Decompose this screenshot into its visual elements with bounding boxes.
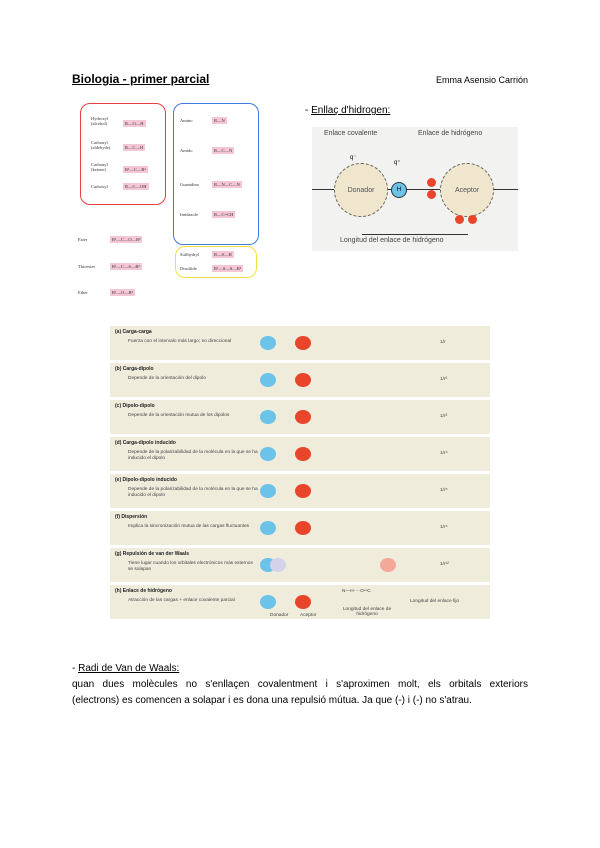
distance-law: 1/r <box>440 340 446 345</box>
interaction-desc: Depende de la orientación mutua de los d… <box>128 413 230 418</box>
red-group-box <box>80 103 166 205</box>
blue-group-box <box>173 103 259 245</box>
interaction-row: (d) Carga-dipolo inducido Depende de la … <box>110 437 490 471</box>
distance-law: 1/r⁶ <box>440 525 448 530</box>
hbond-length-label: Longitud del enlace de hidrógeno <box>342 607 392 617</box>
interactions-table: (a) Carga-carga Fuerza con el intervalo … <box>110 326 490 622</box>
interaction-desc: Atracción de las cargas + enlace covalen… <box>128 598 235 603</box>
interaction-title: (g) Repulsión de van der Waals <box>115 551 189 557</box>
covalent-label: Enlace covalente <box>324 130 378 137</box>
distance-law: 1/r³ <box>440 414 448 419</box>
hbond-chain: N—H····O═C <box>342 589 371 594</box>
acceptor-circle: Aceptor <box>440 163 494 217</box>
interaction-desc: Fuerza con el intervalo más largo; no di… <box>128 339 232 344</box>
vdw-heading: Radi de Van de Waals: <box>78 663 180 674</box>
length-label: Longitud del enlace de hidrógeno <box>340 237 444 244</box>
functional-group: Carbonyl (aldehyde)R—C—H <box>91 140 146 151</box>
interaction-row: (a) Carga-carga Fuerza con el intervalo … <box>110 326 490 360</box>
vdw-section: - Radi de Van de Waals: quan dues molècu… <box>72 661 528 709</box>
interaction-row: (h) Enlace de hidrógeno Atracción de las… <box>110 585 490 619</box>
interaction-row: (g) Repulsión de van der Waals Tiene lug… <box>110 548 490 582</box>
interaction-desc: Implica la sincronización mutua de las c… <box>128 524 250 529</box>
hbond-heading: - Enllaç d'hidrogen: <box>305 105 391 116</box>
interaction-desc: Depende de la polarizabilidad de la molé… <box>128 450 258 461</box>
interaction-row: (c) Dipolo-dipolo Depende de la orientac… <box>110 400 490 434</box>
distance-law: Longitud del enlace fijo <box>410 599 460 604</box>
interaction-title: (d) Carga-dipolo inducido <box>115 440 176 446</box>
page-title: Biologia - primer parcial <box>72 72 210 86</box>
distance-law: 1/r⁴ <box>440 451 448 456</box>
interaction-title: (f) Dispersión <box>115 514 148 520</box>
hbond-figure: Enlace covalente Enlace de hidrógeno Don… <box>312 127 518 251</box>
acceptor-label: Aceptor <box>300 613 317 618</box>
interaction-title: (e) Dipolo-dipolo inducido <box>115 477 177 483</box>
vdw-text-line1: quan dues molècules no s'enllaçen covale… <box>72 679 528 690</box>
vdw-text-line2: (electrons) es comencen a solapar i es d… <box>72 695 472 706</box>
interaction-row: (b) Carga-dipolo Depende de la orientaci… <box>110 363 490 397</box>
interaction-title: (c) Dipolo-dipolo <box>115 403 155 409</box>
interaction-row: (e) Dipolo-dipolo inducido Depende de la… <box>110 474 490 508</box>
interaction-desc: Depende de la orientación del dipolo <box>128 376 206 381</box>
hydrogen-label: Enlace de hidrógeno <box>418 130 483 137</box>
hydrogen-atom: H <box>391 182 407 198</box>
q-minus: q⁻ <box>350 155 357 161</box>
interaction-title: (b) Carga-dipolo <box>115 366 154 372</box>
author: Emma Asensio Carrión <box>436 75 529 85</box>
interaction-title: (h) Enlace de hidrógeno <box>115 588 172 594</box>
donor-label: Donador <box>270 613 289 618</box>
functional-group: Carbonyl (ketone)R¹—C—R² <box>91 162 148 173</box>
yellow-group-box <box>175 246 257 278</box>
interaction-desc: Depende de la polarizabilidad de la molé… <box>128 487 258 498</box>
distance-law: 1/r⁵ <box>440 488 448 493</box>
functional-group: Hydroxyl (alcohol)R—O—H <box>91 116 146 127</box>
q-plus: q⁺ <box>394 160 401 166</box>
interaction-title: (a) Carga-carga <box>115 329 152 335</box>
interaction-row: (f) Dispersión Implica la sincronización… <box>110 511 490 545</box>
distance-law: 1/r² <box>440 377 448 382</box>
donor-circle: Donador <box>334 163 388 217</box>
distance-law: 1/r¹² <box>440 562 449 567</box>
interaction-desc: Tiene lugar cuando los orbitales electró… <box>128 561 253 572</box>
